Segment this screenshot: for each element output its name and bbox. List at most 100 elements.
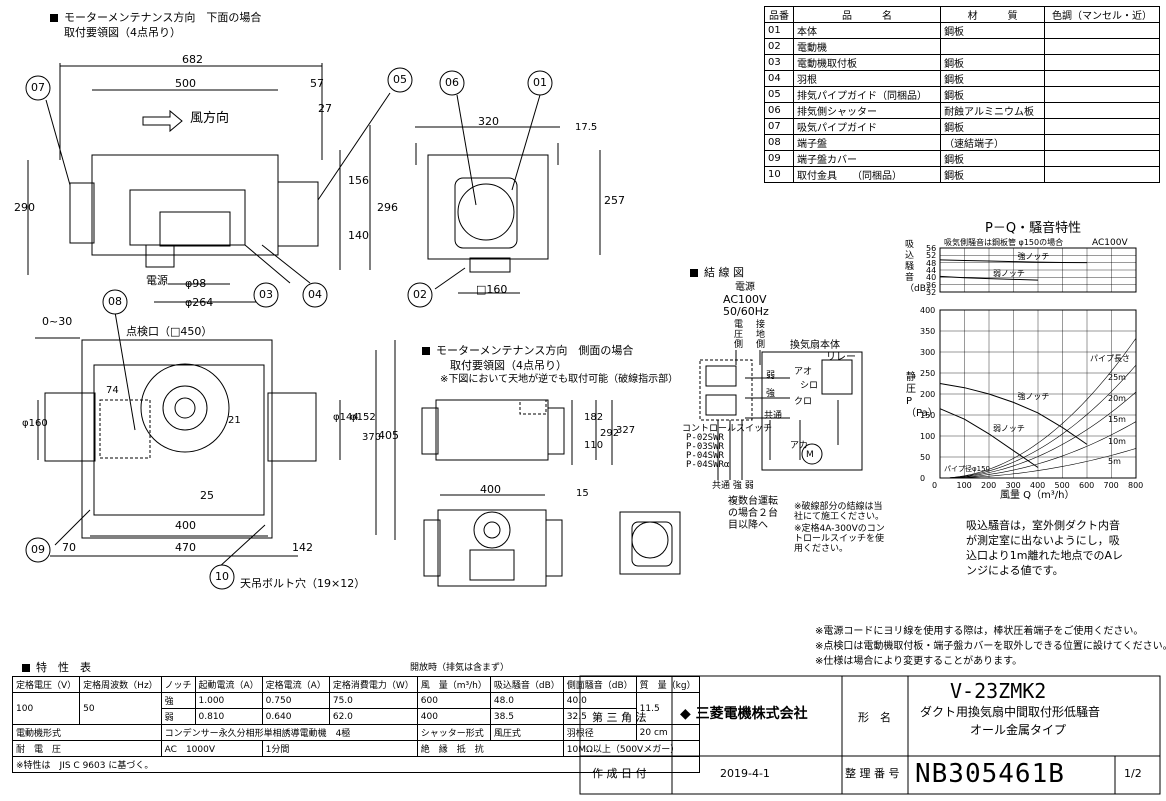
wiring-body: 換気扇本体 bbox=[790, 340, 840, 351]
noise-tick-label: 52 bbox=[926, 251, 937, 261]
number-label: 整 理 番 号 bbox=[845, 767, 900, 780]
date-value: 2019-4-1 bbox=[720, 767, 770, 780]
parts-header: 品番 品 名 材 質 色調（マンセル・近） bbox=[764, 6, 1160, 23]
x-tick-label: 400 bbox=[1030, 481, 1046, 490]
projection-label: 第 三 角 法 bbox=[592, 711, 647, 724]
spec-open-note: 開放時（排気は含まず） bbox=[410, 663, 510, 673]
bottom-view-subtitle: 取付要領図（4点吊り） bbox=[64, 26, 181, 39]
dim-70: 70 bbox=[62, 541, 76, 554]
pipe-length-tick: 20m bbox=[1108, 394, 1126, 403]
pressure-ylabel: 静圧 P（Pa） bbox=[906, 372, 938, 419]
noise-series-1 bbox=[939, 275, 1039, 281]
pressure-tick-label: 350 bbox=[920, 327, 936, 336]
dim-142: 142 bbox=[292, 541, 313, 554]
dim-21: 21 bbox=[228, 415, 241, 426]
noise-series-0-label: 強ノッチ bbox=[1017, 251, 1050, 261]
dim-470: 470 bbox=[175, 541, 196, 554]
x-tick-label: 100 bbox=[956, 481, 972, 490]
x-tick-label: 200 bbox=[981, 481, 997, 490]
wiring-label-weak: 弱 bbox=[766, 371, 776, 381]
wiring-voltage-side: 電圧側 bbox=[734, 320, 744, 350]
pipe-curve bbox=[939, 391, 1137, 479]
dim-296: 296 bbox=[377, 201, 398, 214]
pressure-tick-label: 0 bbox=[920, 474, 926, 483]
x-tick-label: 800 bbox=[1128, 481, 1144, 490]
pipe-curve bbox=[939, 448, 1137, 479]
noise-tick-label: 32 bbox=[926, 288, 937, 297]
wiring-hz: 50/60Hz bbox=[723, 305, 769, 318]
noise-series-1-label: 弱ノッチ bbox=[993, 268, 1025, 278]
callout-01: 01 bbox=[533, 76, 547, 89]
x-tick-label: 0 bbox=[932, 481, 938, 490]
dim-0-30: 0~30 bbox=[42, 315, 73, 328]
callout-05: 05 bbox=[393, 73, 407, 86]
callout-07: 07 bbox=[31, 81, 45, 94]
table-row: ※特性は JIS C 9603 に基づく。 bbox=[12, 756, 700, 773]
pipe-length-tick: 5m bbox=[1108, 457, 1121, 466]
pipe-length-tick: 10m bbox=[1108, 437, 1126, 446]
noise-ylabel: 吸込騒音（dB） bbox=[905, 240, 935, 294]
callout-02: 02 bbox=[413, 288, 427, 301]
wiring-ground-side: 接地側 bbox=[756, 320, 766, 350]
wiring-label-white: シロ bbox=[800, 381, 819, 391]
side-view-title: モーターメンテナンス方向 側面の場合 bbox=[422, 345, 633, 357]
dim-phi144: φ144 bbox=[333, 412, 359, 423]
dim-17-5: 17.5 bbox=[575, 122, 598, 133]
switch-model: P-02SWR bbox=[686, 433, 724, 443]
pipe-curve bbox=[939, 421, 1137, 479]
chart-xlabel: 風量 Q（m³/h） bbox=[1000, 490, 1075, 501]
dim-s327: 327 bbox=[616, 425, 636, 436]
dim-400: 400 bbox=[175, 519, 196, 532]
chart-voltage: AC100V bbox=[1092, 238, 1128, 248]
dim-156: 156 bbox=[348, 174, 369, 187]
pipe-length-tick: 15m bbox=[1108, 415, 1126, 424]
table-row: 100 50 強 1.000 0.750 75.0 600 48.0 40.0 … bbox=[11, 692, 700, 725]
date-label: 作 成 日 付 bbox=[592, 767, 647, 780]
x-tick-label: 600 bbox=[1079, 481, 1095, 490]
wiring-ac: AC100V bbox=[723, 293, 767, 306]
bolt-hole-label: 天吊ボルト穴（19×12） bbox=[240, 577, 366, 590]
pq-series-0 bbox=[939, 383, 1088, 445]
table-row: 耐 電 圧 AC 1000V 1分間 絶 縁 抵 抗 10MΩ以上（500Vメガ… bbox=[12, 740, 700, 757]
dim-370: 370 bbox=[362, 432, 382, 443]
callout-09: 09 bbox=[31, 543, 45, 556]
noise-note: 吸込騒音は，室外側ダクト内音が測定室に出ないようにし，吸込口より1m離れた地点で… bbox=[966, 519, 1124, 577]
side-view-subtitle: 取付要領図（4点吊り） bbox=[450, 359, 567, 372]
dim-phi264: φ264 bbox=[185, 296, 214, 309]
dim-s182: 182 bbox=[584, 412, 604, 423]
x-tick-label: 300 bbox=[1005, 481, 1021, 490]
spec-title: 特 性 表 bbox=[22, 662, 91, 674]
dim-74: 74 bbox=[106, 385, 119, 396]
inspection-port-label: 点検口（□450） bbox=[126, 325, 213, 338]
switch-model: P-03SWR bbox=[686, 442, 724, 452]
noise-tick-label: 36 bbox=[926, 280, 937, 290]
drawing-number: NB305461B bbox=[915, 759, 1065, 789]
wiring-multi: 複数台運転の場合２台目以降へ bbox=[728, 496, 778, 531]
power-label: 電源 bbox=[146, 274, 168, 287]
pressure-tick-label: 100 bbox=[920, 432, 936, 441]
dim-phi98: φ98 bbox=[185, 277, 207, 290]
pressure-tick-label: 400 bbox=[920, 306, 936, 315]
model-desc-2: オール金属タイプ bbox=[970, 723, 1067, 737]
dim-27: 27 bbox=[318, 102, 332, 115]
callout-04: 04 bbox=[308, 288, 322, 301]
dim-57: 57 bbox=[310, 77, 324, 90]
callout-10: 10 bbox=[215, 570, 229, 583]
wiring-note-1: ※破線部分の結線は当社にて施工ください。 bbox=[794, 502, 885, 522]
dim-140: 140 bbox=[348, 229, 369, 242]
wiring-common: 共通 強 弱 bbox=[712, 481, 754, 491]
dim-s110: 110 bbox=[584, 440, 604, 451]
pq-series-1 bbox=[939, 408, 1039, 468]
dim-257: 257 bbox=[604, 194, 625, 207]
dim-25: 25 bbox=[200, 489, 214, 502]
footer-note: ※点検口は電動機取付板・端子盤カバーを取外しできる位置に設けてください。 bbox=[815, 641, 1166, 652]
